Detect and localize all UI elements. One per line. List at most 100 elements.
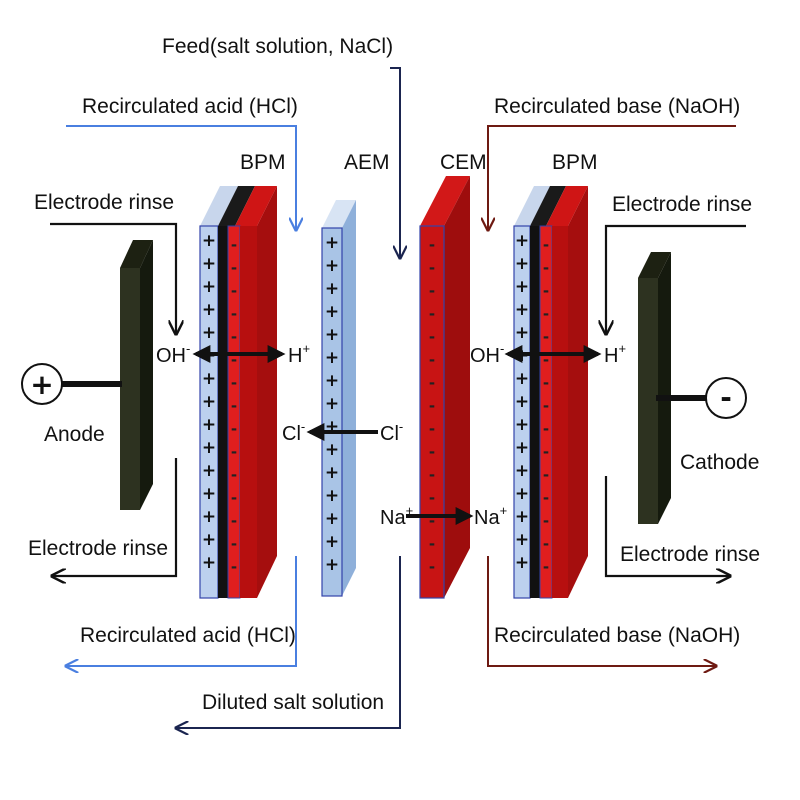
negative-charge-sign: - [543,374,549,392]
negative-charge-sign: - [429,420,435,438]
positive-charge-sign: + [202,231,216,251]
positive-charge-sign: + [202,438,216,458]
negative-charge-sign: - [429,259,435,277]
cathode-sign: - [720,381,732,414]
negative-charge-sign: - [429,351,435,369]
positive-charge-sign: + [202,392,216,412]
negative-charge-sign: - [429,305,435,323]
cem-label: CEM [440,151,487,174]
positive-charge-sign: + [325,486,339,506]
negative-charge-sign: - [543,420,549,438]
positive-charge-sign: + [325,348,339,368]
negative-charge-sign: - [231,535,237,553]
negative-charge-sign: - [543,558,549,576]
negative-charge-sign: - [231,420,237,438]
positive-charge-sign: + [202,507,216,527]
positive-charge-sign: + [202,254,216,274]
bpm-left-label: BPM [240,151,286,174]
base-inflow-arrow [488,125,736,230]
negative-charge-sign: - [543,328,549,346]
negative-charge-sign: - [429,558,435,576]
feed-label: Feed(salt solution, NaCl) [162,35,393,58]
negative-charge-sign: - [429,512,435,530]
negative-charge-sign: - [543,489,549,507]
hydroxide-ion-right: OH- [470,341,504,367]
hydroxide-ion-left: OH- [156,341,190,367]
negative-charge-sign: - [543,512,549,530]
positive-charge-sign: + [202,553,216,573]
rinse-outflow-right-arrow [604,476,730,576]
bpm-left-positive-signs: +++++++++++++++ [202,231,216,573]
positive-charge-sign: + [325,371,339,391]
positive-charge-sign: + [515,300,529,320]
bpm-right-negative-signs: --------------- [543,236,549,576]
anode-terminal [21,363,63,405]
proton-ion-left: H+ [288,341,310,367]
positive-charge-sign: + [515,438,529,458]
rinse-inflow-left-arrow [50,222,176,334]
negative-charge-sign: - [231,512,237,530]
positive-charge-sign: + [325,394,339,414]
cathode-terminal [705,377,747,419]
base-outflow-arrow [487,556,716,666]
positive-charge-sign: + [515,484,529,504]
negative-charge-sign: - [231,236,237,254]
diluted-outflow-arrow [176,556,401,728]
positive-charge-sign: + [202,415,216,435]
aem-label: AEM [344,151,390,174]
negative-charge-sign: - [543,535,549,553]
anode-sign: + [30,368,53,401]
positive-charge-sign: + [325,440,339,460]
positive-charge-sign: + [325,325,339,345]
positive-charge-sign: + [515,392,529,412]
diluted-label: Diluted salt solution [202,691,384,714]
negative-charge-sign: - [543,259,549,277]
sodium-ion-left: Na+ [380,503,413,529]
base-in-label: Recirculated base (NaOH) [494,95,740,118]
acid-outflow-arrow [66,556,297,666]
positive-charge-sign: + [202,323,216,343]
cathode-electrode [638,252,671,524]
rinse-out-left-label: Electrode rinse [28,537,168,560]
positive-charge-sign: + [202,484,216,504]
positive-charge-sign: + [202,300,216,320]
negative-charge-sign: - [429,328,435,346]
negative-charge-sign: - [543,305,549,323]
positive-charge-sign: + [325,302,339,322]
negative-charge-sign: - [543,282,549,300]
acid-inflow-arrow [66,125,296,230]
positive-charge-sign: + [515,461,529,481]
aem-positive-signs: +++++++++++++++ [325,233,339,575]
cem-negative-signs: --------------- [429,236,435,576]
acid-in-label: Recirculated acid (HCl) [82,95,298,118]
positive-charge-sign: + [202,369,216,389]
positive-charge-sign: + [202,277,216,297]
bpm-right-label: BPM [552,151,598,174]
negative-charge-sign: - [429,236,435,254]
negative-charge-sign: - [429,466,435,484]
negative-charge-sign: - [543,466,549,484]
negative-charge-sign: - [231,259,237,277]
bpm-right-positive-signs: +++++++++++++++ [515,231,529,573]
positive-charge-sign: + [325,279,339,299]
bpm-left-negative-signs: --------------- [231,236,237,576]
proton-ion-right: H+ [604,341,626,367]
negative-charge-sign: - [231,443,237,461]
chloride-ion-left: Cl- [282,419,305,445]
positive-charge-sign: + [325,509,339,529]
positive-charge-sign: + [515,323,529,343]
positive-charge-sign: + [325,463,339,483]
anode-label: Anode [44,423,105,446]
bpm-left-membrane [199,186,277,599]
bpm-right-membrane [513,186,588,599]
negative-charge-sign: - [543,397,549,415]
negative-charge-sign: - [231,558,237,576]
sodium-ion-right: Na+ [474,503,507,529]
rinse-in-right-label: Electrode rinse [612,193,752,216]
aem-membrane [321,200,356,597]
negative-charge-sign: - [429,282,435,300]
positive-charge-sign: + [515,507,529,527]
positive-charge-sign: + [515,553,529,573]
